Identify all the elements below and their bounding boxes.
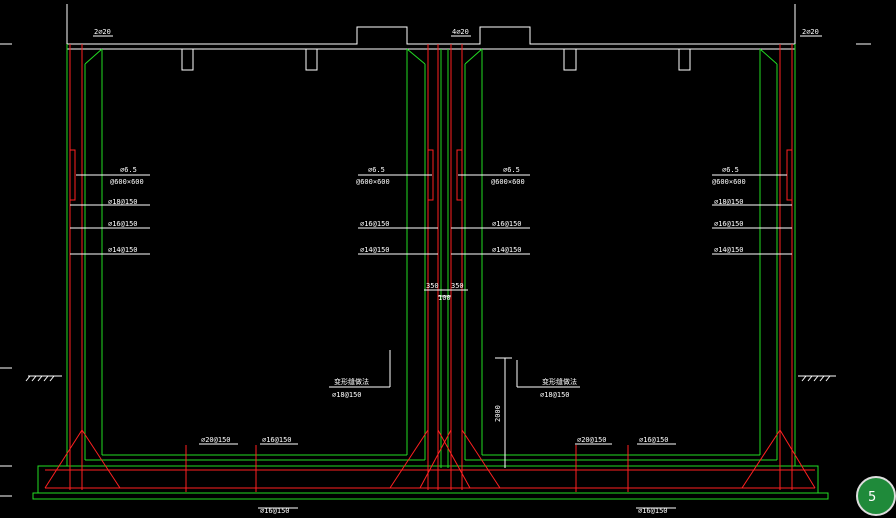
label-vbar-b-right: ⌀16@150	[714, 220, 744, 228]
edge-ticks	[0, 43, 871, 497]
page-number-badge[interactable]: 5	[856, 476, 896, 516]
label-vbar-c-right: ⌀14@150	[714, 246, 744, 254]
label-tie-left: ⌀6.5	[120, 166, 137, 174]
label-tie-right: ⌀6.5	[722, 166, 739, 174]
concrete-outline	[32, 44, 829, 500]
top-profile	[66, 4, 796, 71]
label-vbar-b-midleft: ⌀16@150	[360, 220, 390, 228]
label-slab-bottom-left: ⌀16@150	[260, 507, 290, 515]
label-tie-grid-midright: @600×600	[491, 178, 525, 186]
label-vbar-b-left: ⌀16@150	[108, 220, 138, 228]
label-joint-note-right: 变形缝做法	[542, 377, 577, 386]
label-top-left-rebar: 2⌀20	[94, 28, 111, 36]
label-slab-top-b-right: ⌀16@150	[639, 436, 669, 444]
label-tie-grid-left: @600×600	[110, 178, 144, 186]
label-slab-top-a-right: ⌀20@150	[577, 436, 607, 444]
label-slab-top-a-left: ⌀20@150	[201, 436, 231, 444]
label-top-mid-rebar: 4⌀20	[452, 28, 469, 36]
label-tie-midleft: ⌀6.5	[368, 166, 385, 174]
dim-2000: 2000	[494, 405, 502, 422]
leaders	[70, 35, 822, 509]
label-vbar-a-right: ⌀18@150	[714, 198, 744, 206]
label-vbar-a-left: ⌀18@150	[108, 198, 138, 206]
label-joint-bar-right: ⌀18@150	[540, 391, 570, 399]
label-vbar-c-left: ⌀14@150	[108, 246, 138, 254]
label-vbar-c-midleft: ⌀14@150	[360, 246, 390, 254]
label-tie-midright: ⌀6.5	[503, 166, 520, 174]
dim-gap: 100	[438, 294, 451, 302]
ground-level-left	[25, 375, 62, 382]
label-slab-top-b-left: ⌀16@150	[262, 436, 292, 444]
label-vbar-c-midright: ⌀14@150	[492, 246, 522, 254]
label-slab-bottom-right: ⌀16@150	[638, 507, 668, 515]
label-tie-grid-midleft: @600×600	[356, 178, 390, 186]
label-top-right-rebar: 2⌀20	[802, 28, 819, 36]
dim-350-left: 350	[426, 282, 439, 290]
rebar	[44, 44, 816, 492]
label-vbar-b-midright: ⌀16@150	[492, 220, 522, 228]
label-joint-bar-left: ⌀18@150	[332, 391, 362, 399]
ground-level-right	[798, 375, 836, 382]
dim-350-right: 350	[451, 282, 464, 290]
label-joint-note-left: 变形缝做法	[334, 377, 369, 386]
label-tie-grid-right: @600×600	[712, 178, 746, 186]
cad-drawing: 2⌀20 4⌀20 2⌀20 ⌀6.5 @600×600 ⌀18@150 ⌀16…	[0, 4, 871, 515]
